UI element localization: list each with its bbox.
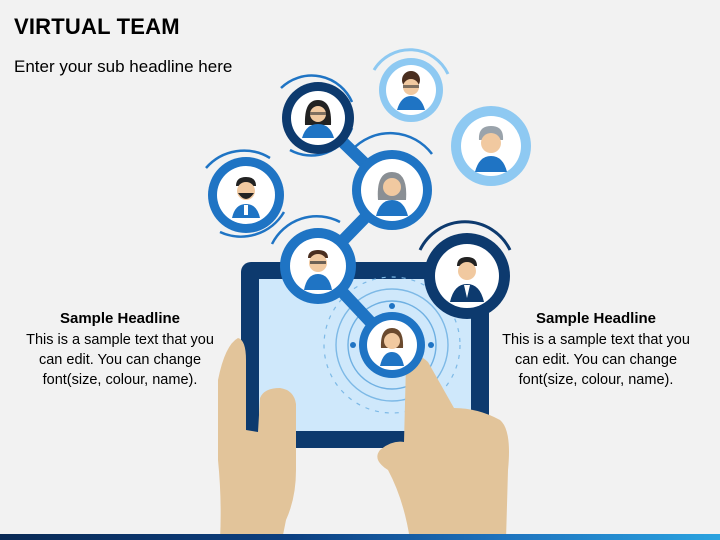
avatar-woman-ponytail-icon <box>397 71 425 110</box>
team-member-node <box>451 106 531 186</box>
bottom-accent-bar <box>0 534 720 540</box>
page-subtitle: Enter your sub headline here <box>14 57 233 76</box>
right-text-block: Sample Headline This is a sample text th… <box>496 309 696 390</box>
avatar-woman-bob-icon <box>380 328 404 366</box>
team-member-node <box>270 215 356 304</box>
team-member-node <box>359 312 425 378</box>
team-member-node <box>205 149 286 238</box>
page-title: VIRTUAL TEAM <box>14 14 180 39</box>
right-headline: Sample Headline <box>535 310 657 327</box>
left-headline: Sample Headline <box>59 310 181 327</box>
left-hand <box>218 338 296 540</box>
left-body-text: This is a sample text that you can edit.… <box>26 332 214 388</box>
avatar-man-suit-icon <box>450 257 484 302</box>
avatar-woman-gray-hair-icon <box>376 172 408 216</box>
avatar-man-beard-icon <box>232 177 260 218</box>
right-body-text: This is a sample text that you can edit.… <box>502 332 690 388</box>
team-member-node <box>418 220 512 319</box>
avatar-man-glasses-icon <box>304 250 332 290</box>
right-hand <box>377 356 509 540</box>
left-text-block: Sample Headline This is a sample text th… <box>20 309 220 390</box>
avatar-man-gray-hair-icon <box>475 126 507 172</box>
team-member-node <box>351 131 434 230</box>
team-member-node <box>372 48 450 122</box>
ripple-rings <box>323 276 461 414</box>
avatar-woman-dark-hair-icon <box>302 100 334 138</box>
team-member-node <box>280 74 354 157</box>
